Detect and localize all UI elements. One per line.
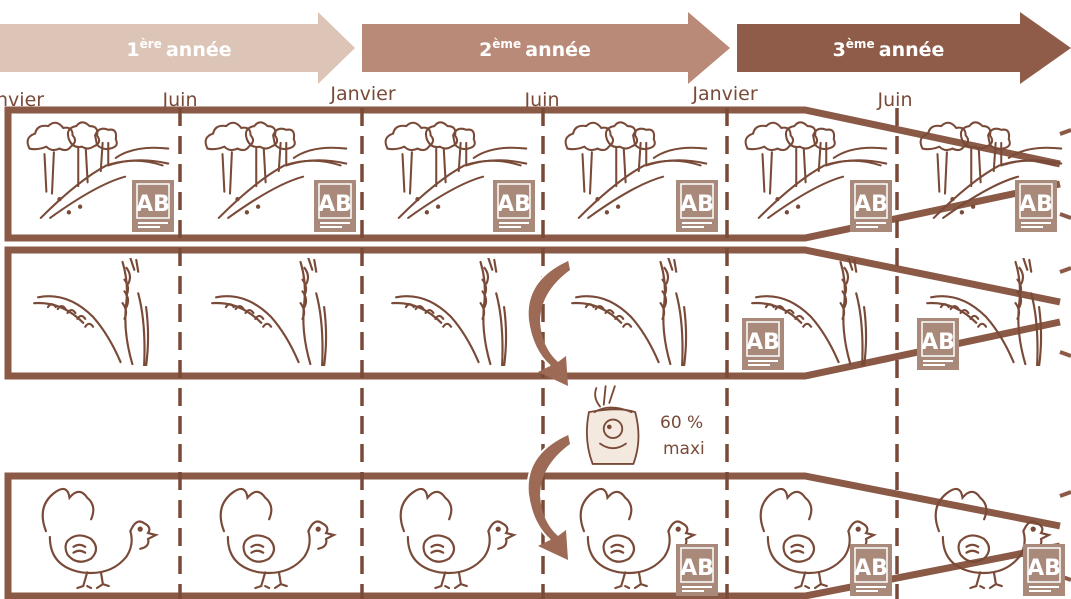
organic-ab-badge — [493, 180, 535, 232]
wheat-icon — [210, 258, 328, 366]
year-label-2: 2ème année — [479, 37, 591, 61]
month-label-3: Juin — [524, 89, 560, 111]
transfer-arrow-icon — [526, 433, 571, 561]
wheat-icon — [390, 258, 508, 366]
organic-ab-badge — [676, 180, 718, 232]
organic-ab-badge — [850, 180, 892, 232]
wheat-icon — [32, 258, 150, 366]
row-frame-land — [4, 106, 1061, 242]
organic-ab-badge — [742, 318, 784, 370]
organic-ab-badge — [314, 180, 356, 232]
year-arrow-2 — [362, 12, 730, 84]
organic-ab-badge — [132, 180, 174, 232]
month-label-5: Juin — [877, 89, 913, 111]
hen-icon — [219, 487, 336, 590]
row-frame-poultry — [4, 472, 1061, 599]
organic-ab-badge — [917, 318, 959, 370]
year-label-3: 3ème année — [833, 37, 945, 61]
organic-ab-badge — [1023, 544, 1065, 596]
year-label-1: 1ère année — [126, 37, 231, 61]
month-label-1: Juin — [162, 89, 198, 111]
month-label-0: nvier — [0, 89, 44, 111]
organic-ab-badge — [1015, 180, 1057, 232]
hen-icon — [41, 487, 158, 590]
organic-ab-badge — [676, 544, 718, 596]
month-label-4: Janvier — [691, 83, 758, 105]
feed-bag-icon — [585, 385, 640, 465]
year-arrow-1 — [0, 12, 355, 84]
wheat-icon — [570, 258, 688, 366]
year-arrow-3 — [737, 12, 1071, 84]
feed-limit: maxi — [663, 439, 705, 459]
organic-ab-badge — [850, 544, 892, 596]
transfer-arrow-icon — [526, 259, 571, 387]
hen-icon — [399, 487, 516, 590]
feed-percentage: 60 % — [660, 413, 703, 433]
month-label-2: Janvier — [329, 83, 396, 105]
